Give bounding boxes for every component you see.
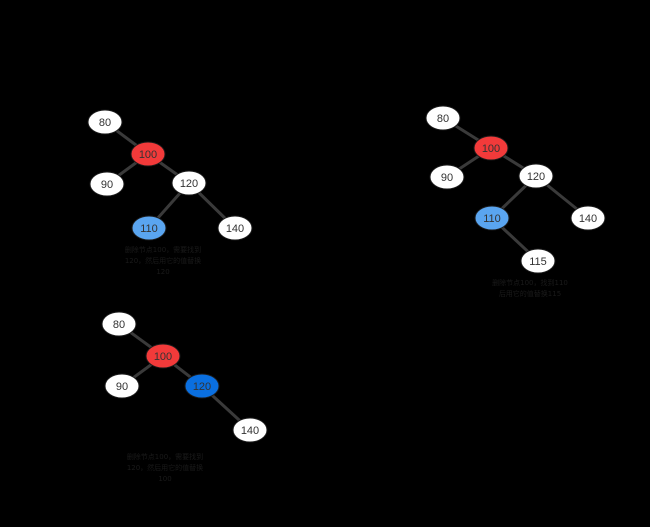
caption-tree-a: 删除节点100，需要找到 120，然后用它的值替换 120 <box>98 245 228 278</box>
node-label: 80 <box>113 319 125 331</box>
node-label: 100 <box>154 351 172 363</box>
node-140: 140 <box>232 417 268 443</box>
node-90: 90 <box>429 164 465 190</box>
caption-line: 120，然后用它的值替换 <box>126 464 204 472</box>
node-shape <box>131 215 167 241</box>
node-label: 90 <box>116 381 128 393</box>
node-120: 120 <box>171 170 207 196</box>
node-120: 120 <box>184 373 220 399</box>
node-120: 120 <box>518 163 554 189</box>
caption-tree-c: 删除节点100，找到110 后用它的值替换115 <box>460 278 600 300</box>
node-shape <box>518 163 554 189</box>
node-label: 110 <box>483 213 501 225</box>
node-label: 100 <box>482 143 500 155</box>
node-label: 140 <box>241 425 259 437</box>
caption-line: 删除节点100，需要找到 <box>124 246 202 254</box>
node-label: 120 <box>180 178 198 190</box>
node-shape <box>520 248 556 274</box>
caption-line: 100 <box>158 475 172 483</box>
node-label: 90 <box>441 172 453 184</box>
caption-line: 删除节点100，找到110 <box>492 279 568 287</box>
node-label: 80 <box>99 117 111 129</box>
node-shape <box>425 105 461 131</box>
node-shape <box>474 205 510 231</box>
node-label: 115 <box>529 256 547 268</box>
node-100: 100 <box>130 141 166 167</box>
tree-a: 80 100 90 120 110 140 <box>87 109 253 241</box>
node-80: 80 <box>425 105 461 131</box>
node-100: 100 <box>473 135 509 161</box>
caption-line: 120，然后用它的值替换 <box>124 257 202 265</box>
caption-tree-b: 删除节点100，需要找到 120，然后用它的值替换 100 <box>100 452 230 485</box>
node-label: 110 <box>140 223 158 235</box>
node-label: 80 <box>437 113 449 125</box>
node-80: 80 <box>101 311 137 337</box>
node-label: 140 <box>226 223 244 235</box>
node-label: 140 <box>579 213 597 225</box>
node-shape <box>473 135 509 161</box>
node-115: 115 <box>520 248 556 274</box>
node-90: 90 <box>104 373 140 399</box>
caption-line: 120 <box>156 268 170 276</box>
node-label: 120 <box>193 381 211 393</box>
node-shape <box>130 141 166 167</box>
node-shape <box>232 417 268 443</box>
node-90: 90 <box>89 171 125 197</box>
node-shape <box>171 170 207 196</box>
tree-b: 80 100 90 120 140 <box>101 311 268 443</box>
node-shape <box>570 205 606 231</box>
node-shape <box>104 373 140 399</box>
caption-line: 删除节点100，需要找到 <box>126 453 204 461</box>
node-110: 110 <box>131 215 167 241</box>
caption-line: 后用它的值替换115 <box>498 290 562 298</box>
node-label: 120 <box>527 171 545 183</box>
node-140: 140 <box>217 215 253 241</box>
node-110: 110 <box>474 205 510 231</box>
node-shape <box>429 164 465 190</box>
node-shape <box>89 171 125 197</box>
node-100: 100 <box>145 343 181 369</box>
node-label: 90 <box>101 179 113 191</box>
node-80: 80 <box>87 109 123 135</box>
node-label: 100 <box>139 149 157 161</box>
node-shape <box>217 215 253 241</box>
tree-c: 80 100 90 120 110 140 115 <box>425 105 606 274</box>
node-shape <box>184 373 220 399</box>
node-shape <box>145 343 181 369</box>
node-shape <box>87 109 123 135</box>
node-shape <box>101 311 137 337</box>
node-140: 140 <box>570 205 606 231</box>
